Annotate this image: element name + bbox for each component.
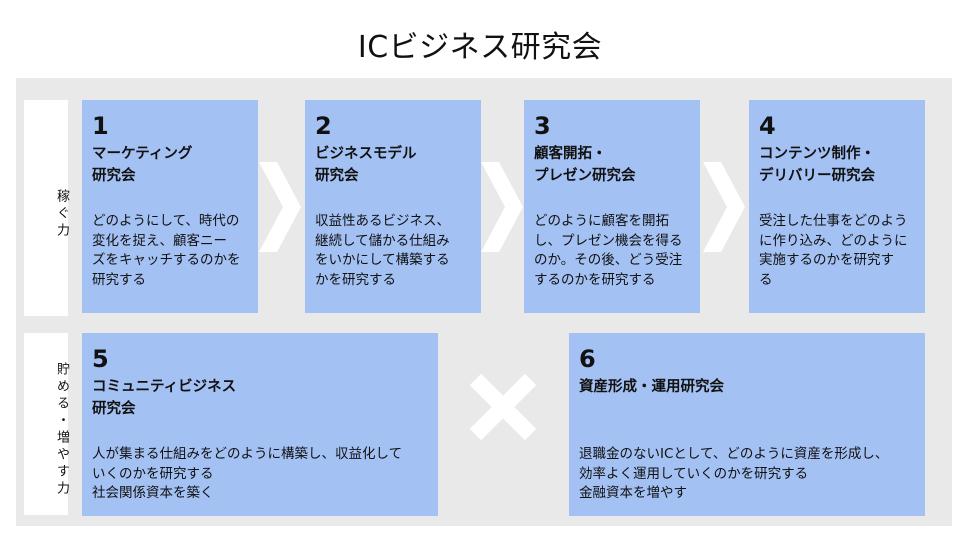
chevron-right-icon [703,162,745,252]
cross-icon [470,374,536,440]
card-community-business: 5 コミュニティビジネス 研究会 人が集まる仕組みをどのように構築し、収益化して… [82,333,438,516]
card-number: 6 [579,345,596,373]
card-number: 1 [92,112,109,140]
card-business-model: 2 ビジネスモデル 研究会 収益性あるビジネス、 継続して儲かる仕組み をいかに… [305,100,481,313]
card-name: コンテンツ制作・ デリバリー研究会 [759,146,875,184]
card-name: 資産形成・運用研究会 [579,379,724,395]
card-description: 収益性あるビジネス、 継続して儲かる仕組み をいかにして構築する かを研究する [315,213,450,288]
card-description: どのようにして、時代の 変化を捉え、顧客ニー ズをキャッチするのかを 研究する [92,213,241,288]
page-title: ICビジネス研究会 [357,30,603,65]
card-description: 受注した仕事をどのよう に作り込み、どのように 実施するのかを研究す る [759,213,908,288]
saving-growing-label: 貯める・増やす力 [24,333,69,515]
card-customer-presentation: 3 顧客開拓・ プレゼン研究会 どのように顧客を開拓 し、プレゼン機会を得る の… [524,100,700,313]
card-asset-management: 6 資産形成・運用研究会 退職金のないICとして、どのように資産を形成し、 効率… [569,333,925,516]
card-name: ビジネスモデル 研究会 [315,146,417,184]
card-name: マーケティング 研究会 [92,146,193,184]
earning-power-label: 稼ぐ力 [24,100,69,316]
card-description: 退職金のないICとして、どのように資産を形成し、 効率よく運用していくのかを研究… [579,446,889,502]
card-description: 人が集まる仕組みをどのように構築し、収益化して いくのかを研究する 社会関係資本… [92,446,403,502]
chevron-right-icon [259,162,301,252]
card-name: 顧客開拓・ プレゼン研究会 [534,146,636,184]
card-marketing: 1 マーケティング 研究会 どのようにして、時代の 変化を捉え、顧客ニー ズをキ… [82,100,258,313]
chevron-right-icon [481,162,523,252]
card-name: コミュニティビジネス 研究会 [92,379,237,417]
card-number: 5 [92,345,109,373]
card-number: 2 [315,112,332,140]
card-number: 3 [534,112,551,140]
card-content-delivery: 4 コンテンツ制作・ デリバリー研究会 受注した仕事をどのよう に作り込み、どの… [749,100,925,313]
card-number: 4 [759,112,776,140]
card-description: どのように顧客を開拓 し、プレゼン機会を得る のか。その後、どう受注 するのかを… [534,213,683,288]
